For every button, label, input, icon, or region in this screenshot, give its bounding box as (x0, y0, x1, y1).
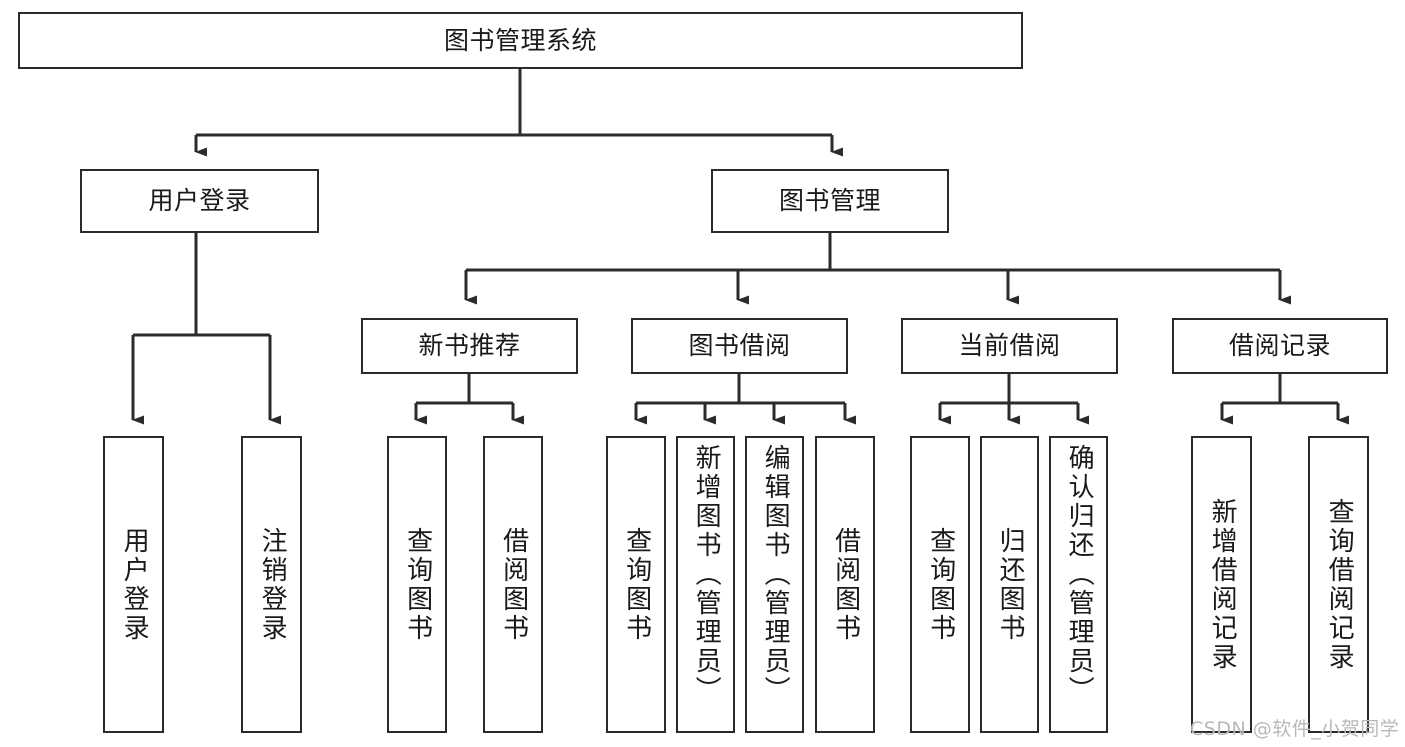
node-label: 查询图书 (925, 526, 956, 643)
node-label: 借阅记录 (1228, 331, 1331, 361)
node-new-book-recommend[interactable]: 新书推荐 (361, 318, 578, 374)
node-label: 用户登录 (119, 526, 150, 643)
node-label: 借阅图书 (830, 526, 861, 643)
leaf-user-login[interactable]: 用户登录 (103, 436, 164, 733)
node-label: 借阅图书 (498, 526, 529, 643)
leaf-edit-book-admin[interactable]: 编辑图书（管理员） (745, 436, 804, 733)
node-label: 图书借阅 (688, 331, 791, 361)
node-label: 新增图书（管理员） (691, 444, 722, 705)
node-book-borrow[interactable]: 图书借阅 (631, 318, 848, 374)
leaf-return-book[interactable]: 归还图书 (980, 436, 1039, 733)
node-label: 注销登录 (257, 526, 288, 643)
leaf-add-book-admin[interactable]: 新增图书（管理员） (676, 436, 735, 733)
node-label: 归还图书 (995, 526, 1026, 643)
node-label: 图书管理 (778, 186, 881, 216)
leaf-query-book-borrow[interactable]: 查询图书 (606, 436, 666, 733)
node-label: 查询图书 (402, 526, 433, 643)
leaf-query-book-recommend[interactable]: 查询图书 (387, 436, 447, 733)
leaf-logout-login[interactable]: 注销登录 (241, 436, 302, 733)
node-label: 新书推荐 (418, 331, 521, 361)
leaf-query-book-current[interactable]: 查询图书 (910, 436, 970, 733)
csdn-watermark: CSDN @软件_小贺同学 (1190, 718, 1400, 740)
node-label: 当前借阅 (958, 331, 1061, 361)
node-book-management[interactable]: 图书管理 (711, 169, 949, 233)
node-label: 确认归还（管理员） (1064, 444, 1095, 705)
node-label: 新增借阅记录 (1207, 497, 1238, 672)
node-label: 查询图书 (621, 526, 652, 643)
node-user-login[interactable]: 用户登录 (80, 169, 319, 233)
node-label: 图书管理系统 (443, 25, 597, 55)
node-label: 查询借阅记录 (1324, 497, 1355, 672)
node-current-borrow[interactable]: 当前借阅 (901, 318, 1118, 374)
leaf-add-borrow-record[interactable]: 新增借阅记录 (1191, 436, 1252, 733)
leaf-borrow-book-recommend[interactable]: 借阅图书 (483, 436, 543, 733)
node-borrow-record[interactable]: 借阅记录 (1172, 318, 1388, 374)
leaf-query-borrow-record[interactable]: 查询借阅记录 (1308, 436, 1369, 733)
node-label: 用户登录 (148, 186, 251, 216)
leaf-borrow-book-borrow[interactable]: 借阅图书 (815, 436, 875, 733)
leaf-confirm-return-admin[interactable]: 确认归还（管理员） (1049, 436, 1108, 733)
node-label: 编辑图书（管理员） (760, 444, 791, 705)
node-root-system[interactable]: 图书管理系统 (18, 12, 1023, 69)
